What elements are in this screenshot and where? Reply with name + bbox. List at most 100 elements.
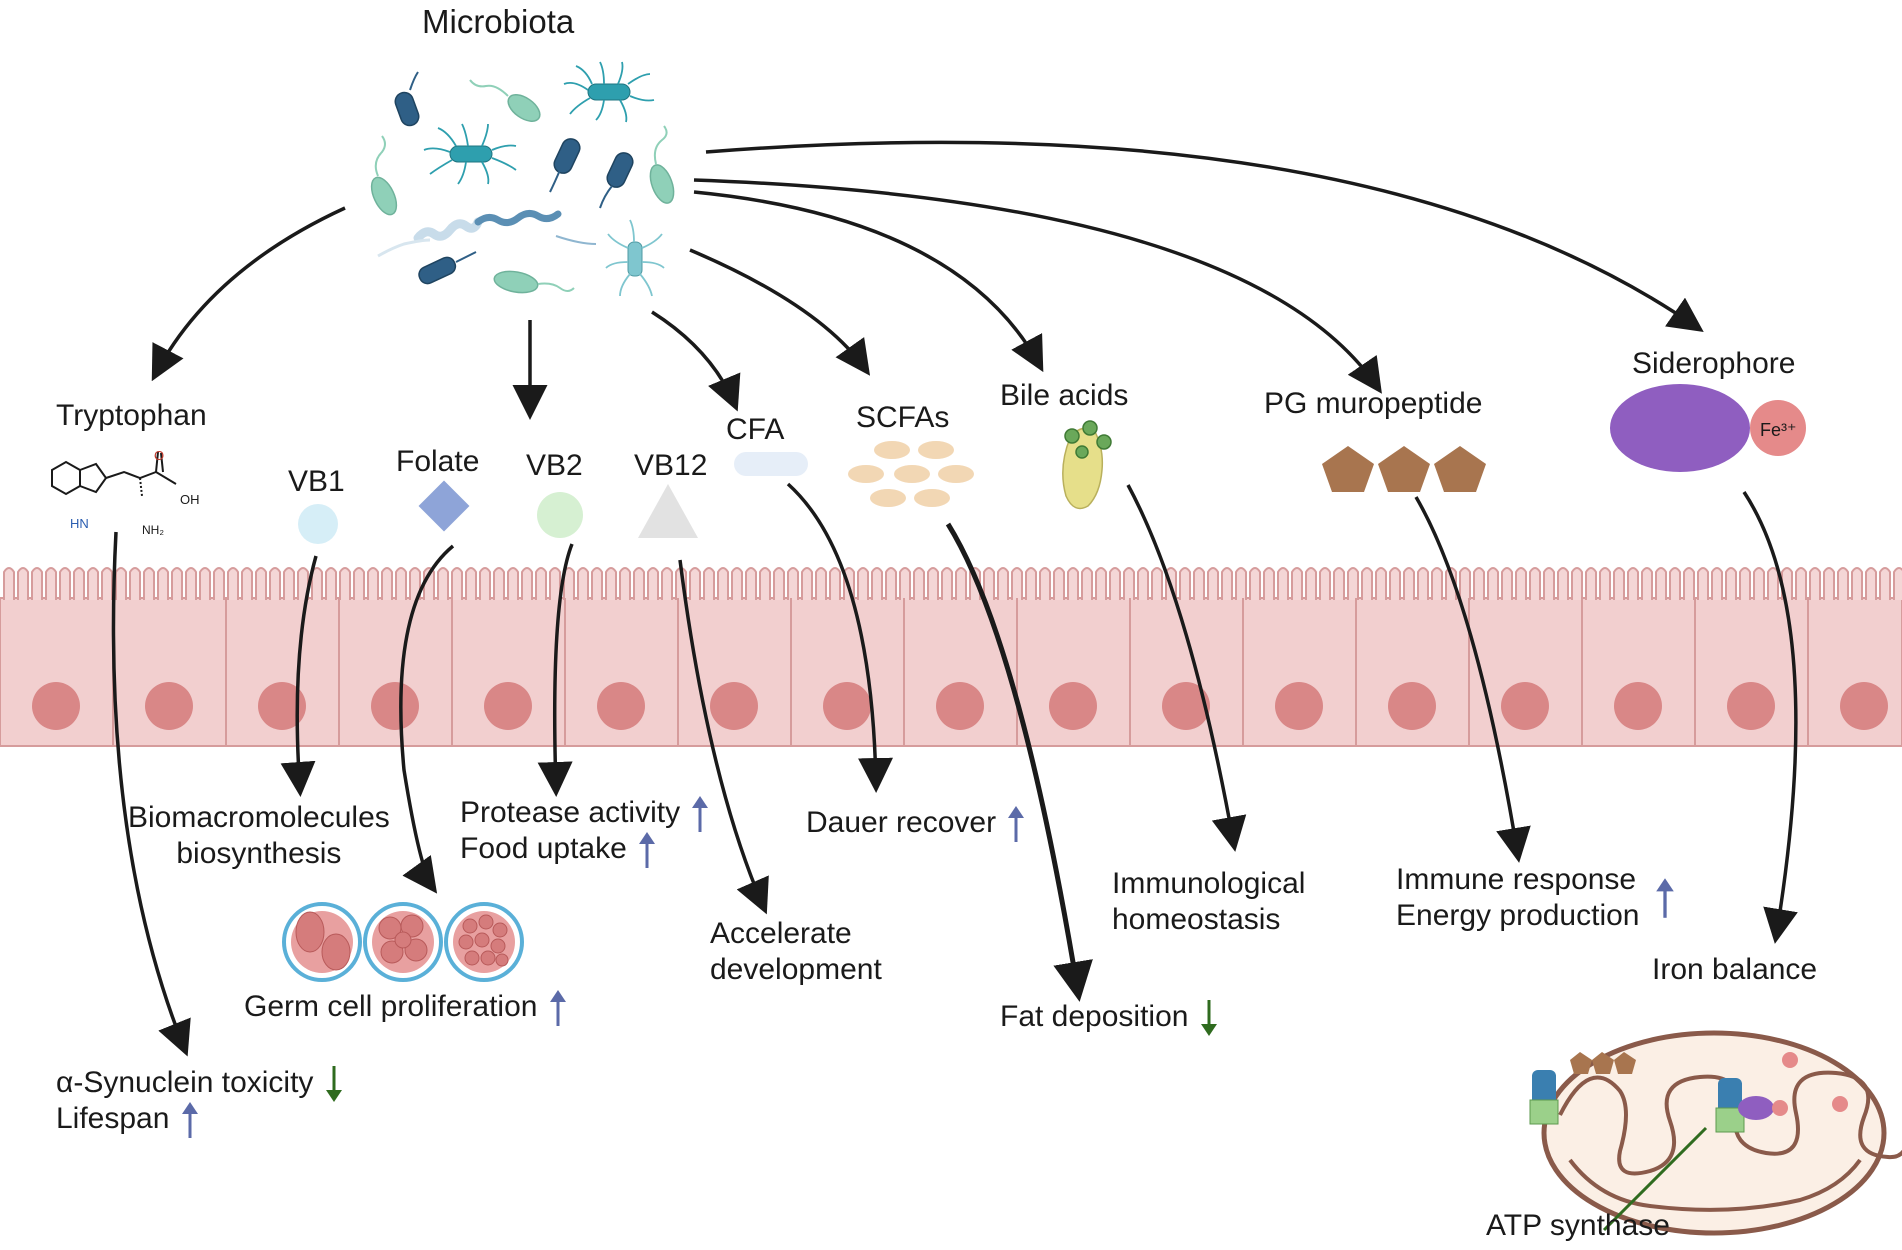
microvillus [339,567,351,600]
microvillus [1879,567,1891,600]
cell-nucleus [1501,682,1549,730]
scfa-fat-arrow [945,522,1093,1002]
microvillus [367,567,379,600]
microvillus [1431,567,1443,600]
microvillus [1543,567,1555,600]
microvillus [1795,567,1807,600]
dauer-text: Dauer recover [806,805,997,839]
microvillus [787,567,799,600]
microvillus [1445,567,1457,600]
germ-text: Germ cell proliferation [244,989,538,1023]
down-arrow-icon [325,1066,342,1102]
protease-text: Protease activity [460,795,681,829]
microvillus [465,567,477,600]
microvillus [521,567,533,600]
microvillus [157,567,169,600]
microvillus [1585,567,1597,600]
germ-effect: Germ cell proliferation [244,988,568,1028]
microvillus [227,567,239,600]
microvillus [829,567,841,600]
folate-icon [418,480,470,532]
microvillus [171,567,183,600]
microvillus [297,567,309,600]
vb1-icon [298,504,338,544]
energy-text: Energy production [1396,899,1640,932]
vb1-label: VB1 [288,465,345,498]
microvillus [1347,567,1359,600]
up-arrow-icon [1008,806,1025,842]
microvillus [381,567,393,600]
cell-nucleus [1049,682,1097,730]
microvillus [1011,567,1023,600]
microvillus [45,567,57,600]
microvillus [1459,567,1471,600]
fe-label: Fe³⁺ [1760,420,1797,440]
microvillus [451,567,463,600]
scfas-label: SCFAs [856,401,950,434]
microvillus [3,567,15,600]
microvilli [3,567,1902,600]
microvillus [997,567,1009,600]
synuclein-text: α-Synuclein toxicity [56,1065,314,1099]
tryptophan-nh2-text: NH₂ [142,523,164,537]
microvillus [1851,567,1863,600]
accelerate-line-2: development [710,953,882,986]
microvillus [1865,567,1877,600]
microvillus [703,567,715,600]
flagellated-bacterium-2 [423,123,517,185]
microvillus [857,567,869,600]
effect-arrows [111,482,1798,1057]
cell-nucleus [484,682,532,730]
microvillus [1151,567,1163,600]
microvillus [941,567,953,600]
microvillus [1053,567,1065,600]
microvillus [1025,567,1037,600]
microvillus [1137,567,1149,600]
cell-nucleus [1162,682,1210,730]
cell-nucleus [1614,682,1662,730]
microvillus [17,567,29,600]
up-arrow-icon [692,796,709,832]
microbiota-title: Microbiota [422,3,575,40]
microvillus [759,567,771,600]
biomacro-effect: Biomacromolecules biosynthesis [128,800,390,872]
microvillus [395,567,407,600]
siderophore-icon [1610,384,1806,472]
microvillus [1487,567,1499,600]
microvillus [185,567,197,600]
food-text: Food uptake [460,831,627,865]
microvillus [745,567,757,600]
microvillus [101,567,113,600]
immunological-line-1: Immunological [1112,867,1306,900]
microvillus [647,567,659,600]
microvillus [1081,567,1093,600]
microvillus [815,567,827,600]
cell-nucleus [1727,682,1775,730]
microvillus [619,567,631,600]
microvillus [549,567,561,600]
lifespan-effect: Lifespan [56,1100,200,1140]
microvillus [1039,567,1051,600]
microvillus [1179,567,1191,600]
siderophore-label: Siderophore [1632,347,1796,380]
microvillus [1613,567,1625,600]
cell-nucleus [597,682,645,730]
accelerate-line-1: Accelerate [710,917,852,950]
microvillus [1893,567,1902,600]
microvillus [1109,567,1121,600]
microvillus [115,567,127,600]
microvillus [1697,567,1709,600]
down-arrow-icon [1200,1000,1217,1036]
scfa-icons [848,441,974,507]
up-arrow-icon [639,832,656,868]
microvillus [899,567,911,600]
microvillus [1333,567,1345,600]
microvillus [1375,567,1387,600]
intestinal-epithelium [0,567,1902,747]
microvillus [1837,567,1849,600]
cell-nucleus [1388,682,1436,730]
microvillus [605,567,617,600]
spirochete-1 [413,217,483,243]
microvillus [1417,567,1429,600]
microvillus [633,567,645,600]
